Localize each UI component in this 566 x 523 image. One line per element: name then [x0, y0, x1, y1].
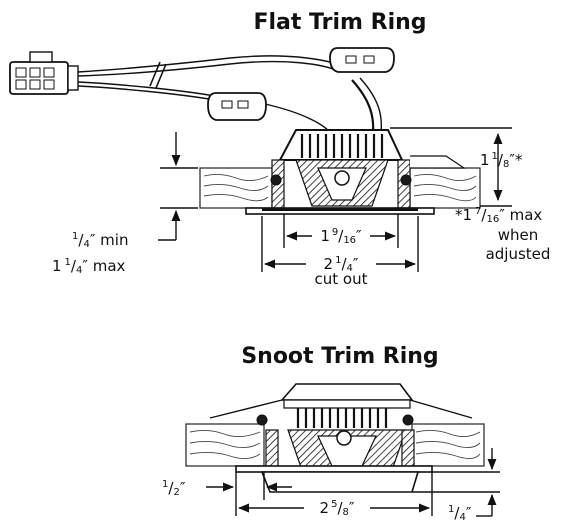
- adjusted-line3: adjusted: [486, 245, 551, 263]
- adjusted-line2: when: [498, 226, 539, 244]
- inner-width-dimension: [283, 214, 399, 248]
- upper-connector-icon: [329, 47, 395, 73]
- flat-trim-ring-section: Flat Trim Ring: [9, 10, 551, 288]
- lower-connector-icon: [207, 92, 267, 121]
- snoot-fixture-body: [209, 383, 473, 493]
- ceiling-thickness-dimension: [158, 132, 198, 241]
- snoot-depth-label: 1/4″: [448, 504, 472, 523]
- snoot-ceiling-wood: [185, 423, 485, 467]
- cutout-label: cut out: [315, 270, 368, 288]
- height-dimension: [390, 127, 512, 207]
- snoot-left-dimension: [206, 472, 292, 500]
- snoot-width-dimension: [235, 472, 433, 516]
- connector-plug-icon: [9, 51, 79, 95]
- snoot-depth-dimension: [412, 448, 500, 517]
- flat-fixture-body: [245, 129, 466, 215]
- snoot-left-label: 1/2″: [162, 479, 186, 498]
- snoot-trim-ring-section: Snoot Trim Ring: [162, 344, 500, 523]
- snoot-trim-title: Snoot Trim Ring: [241, 344, 438, 369]
- ceiling-min-label: 1/4″ min: [72, 231, 128, 250]
- ceiling-wood: [199, 167, 481, 209]
- flat-trim-title: Flat Trim Ring: [253, 10, 426, 35]
- cutout-dimension: [261, 216, 419, 272]
